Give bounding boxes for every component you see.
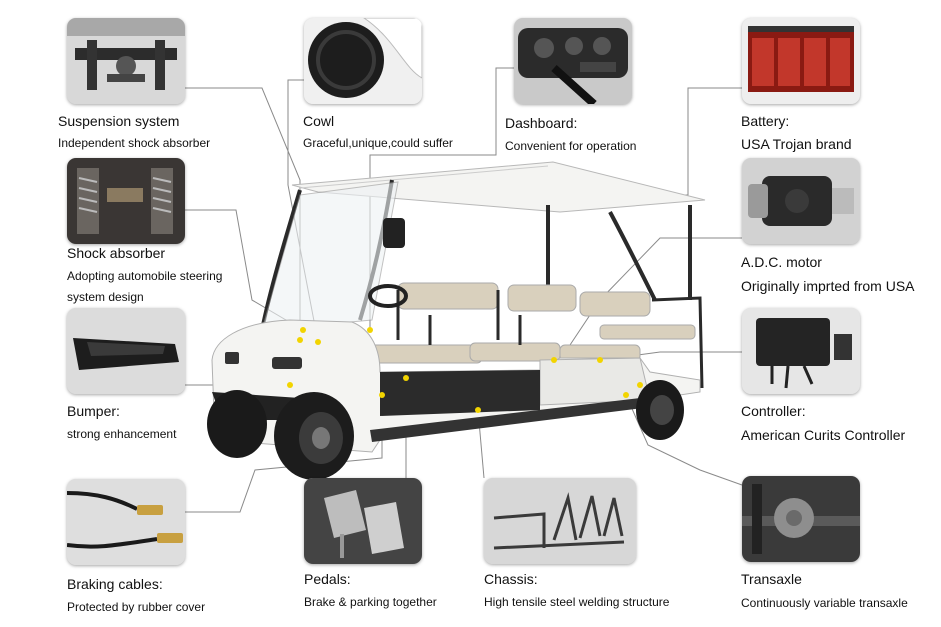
suspension-title: Suspension system (58, 113, 180, 129)
braking-thumbnail (67, 479, 185, 565)
battery-desc: USA Trojan brand (741, 136, 852, 152)
controller-thumbnail (742, 308, 860, 394)
controller-desc: American Curits Controller (741, 427, 906, 443)
cowl-title: Cowl (303, 113, 335, 129)
motor-thumbnail (742, 158, 860, 244)
battery-icon (742, 18, 860, 104)
dashboard-thumbnail (514, 18, 632, 104)
dashboard-desc: Convenient for operation (505, 139, 637, 153)
bumper-title: Bumper: (67, 403, 120, 419)
transaxle-desc: Continuously variable transaxle (741, 596, 908, 610)
pedals-title: Pedals: (304, 571, 351, 587)
suspension-icon (67, 18, 185, 104)
dashboard-icon (514, 18, 632, 104)
bumper-desc: strong enhancement (67, 427, 177, 441)
pedal-icon (304, 478, 422, 564)
shock-desc-line1: Adopting automobile steering (67, 269, 223, 283)
golf-cart-illustration (207, 161, 706, 480)
controller-icon (742, 308, 860, 394)
braking-title: Braking cables: (67, 576, 163, 592)
motor-icon (742, 158, 860, 244)
tire-fender-icon (304, 18, 422, 104)
bumper-thumbnail (67, 308, 185, 394)
battery-title: Battery: (741, 113, 790, 129)
cowl-desc: Graceful,unique,could suffer (303, 136, 453, 150)
pedals-thumbnail (304, 478, 422, 564)
chassis-desc: High tensile steel welding structure (484, 595, 670, 609)
pedals-desc: Brake & parking together (304, 595, 437, 609)
transaxle-title: Transaxle (741, 571, 802, 587)
braking-desc: Protected by rubber cover (67, 600, 206, 614)
chassis-title: Chassis: (484, 571, 538, 587)
transaxle-thumbnail (742, 476, 860, 562)
motor-desc: Originally imprted from USA (741, 278, 915, 294)
bumper-icon (67, 308, 185, 394)
motor-title: A.D.C. motor (741, 254, 822, 270)
controller-title: Controller: (741, 403, 806, 419)
battery-thumbnail (742, 18, 860, 104)
suspension-thumbnail (67, 18, 185, 104)
chassis-icon (484, 478, 636, 564)
chassis-thumbnail (484, 478, 636, 564)
shock-absorber-icon (67, 158, 185, 244)
shock-title: Shock absorber (67, 245, 166, 261)
shock-desc-line2: system design (67, 290, 144, 304)
shock-thumbnail (67, 158, 185, 244)
cowl-thumbnail (304, 18, 422, 104)
suspension-desc: Independent shock absorber (58, 136, 211, 150)
dashboard-title: Dashboard: (505, 115, 578, 131)
transaxle-icon (742, 476, 860, 562)
brake-cable-icon (67, 479, 185, 565)
